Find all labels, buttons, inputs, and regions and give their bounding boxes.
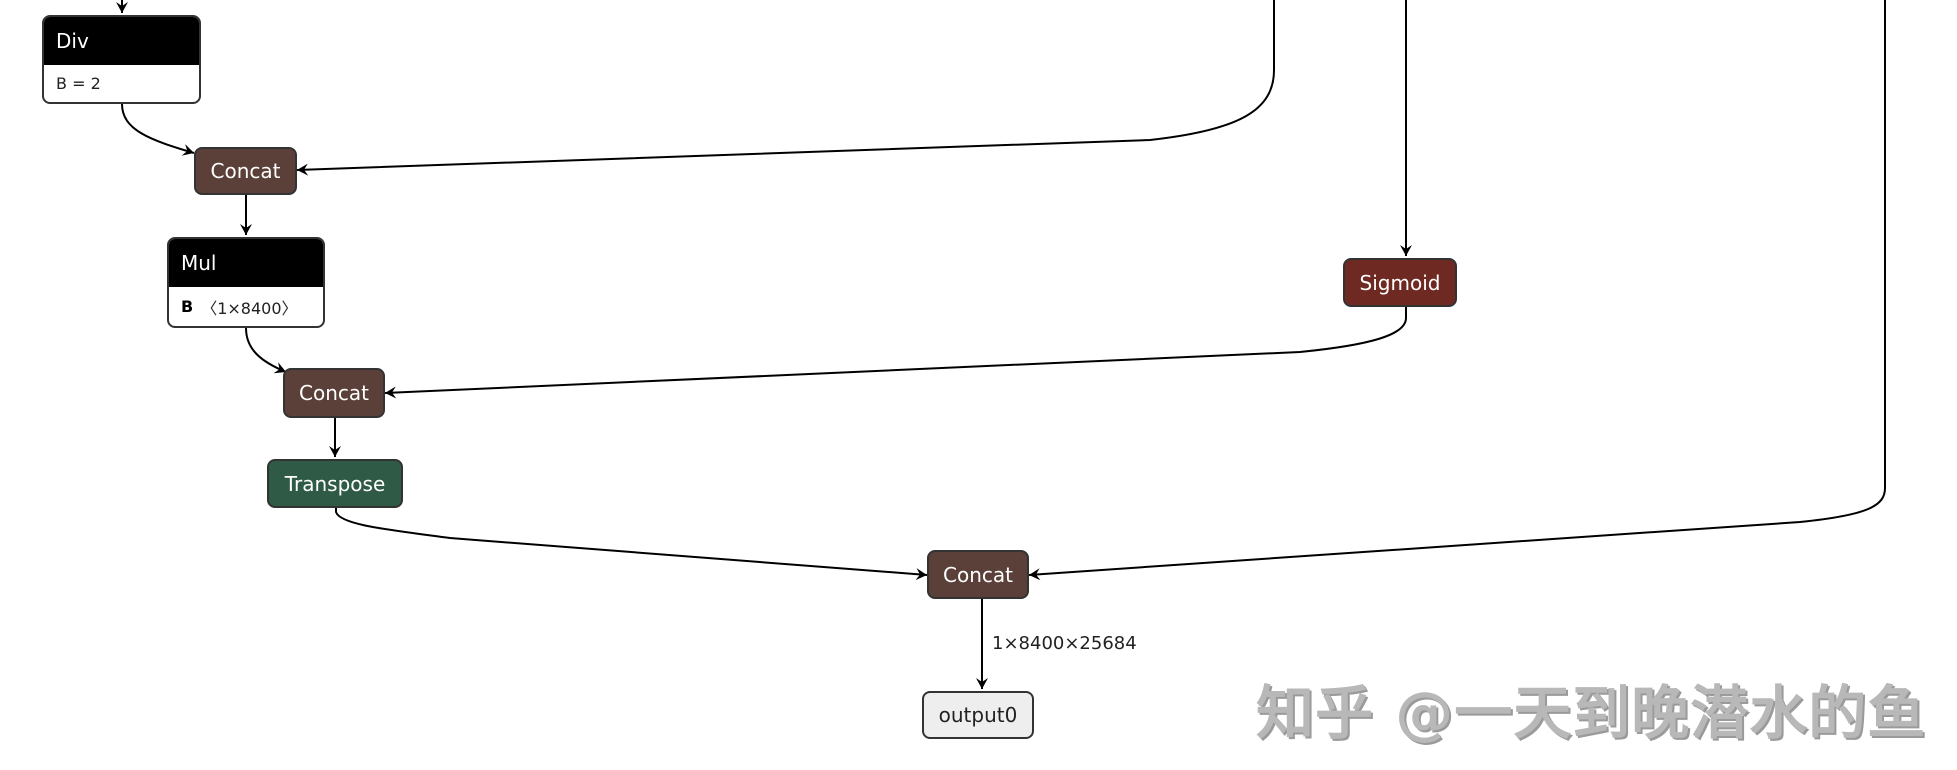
node-transpose[interactable]: Transpose xyxy=(267,459,403,508)
node-concat-2[interactable]: Concat xyxy=(283,368,385,418)
node-div-attribute: B = 2 xyxy=(44,65,199,102)
node-concat-1[interactable]: Concat xyxy=(194,147,297,195)
node-concat-3[interactable]: Concat xyxy=(927,550,1029,599)
node-div-attr-value: 2 xyxy=(90,74,101,93)
node-transpose-title: Transpose xyxy=(284,471,386,496)
edge-div-concat1 xyxy=(121,103,195,156)
node-sigmoid-title: Sigmoid xyxy=(1359,270,1441,295)
edge-label-output-shape: 1×8400×25684 xyxy=(992,633,1137,654)
node-mul-attribute: B 〈1×8400〉 xyxy=(169,287,323,326)
edge-transpose-concat3 xyxy=(335,508,928,581)
node-mul-attr-name: B xyxy=(181,297,194,316)
node-mul[interactable]: Mul B 〈1×8400〉 xyxy=(167,237,325,328)
edge-sigmoid-concat2 xyxy=(384,307,1407,399)
edge-right-concat3 xyxy=(1028,0,1886,581)
edge-mul-concat2 xyxy=(245,327,287,374)
node-concat-1-title: Concat xyxy=(210,159,281,183)
node-div-attr-name: B xyxy=(56,74,67,93)
node-output0[interactable]: output0 xyxy=(922,691,1034,739)
node-div[interactable]: Div B = 2 xyxy=(42,15,201,104)
node-div-title: Div xyxy=(44,17,199,65)
watermark-text: 知乎 @一天到晚潜水的鱼 xyxy=(1256,679,1927,747)
node-mul-title: Mul xyxy=(169,239,323,287)
node-sigmoid[interactable]: Sigmoid xyxy=(1343,258,1457,307)
edge-top-concat1 xyxy=(296,0,1275,176)
node-concat-2-title: Concat xyxy=(299,381,369,405)
node-mul-attr-value: 〈1×8400〉 xyxy=(201,298,298,318)
node-output0-title: output0 xyxy=(938,703,1018,727)
node-concat-3-title: Concat xyxy=(943,562,1013,587)
node-div-attr-sep: = xyxy=(66,74,91,93)
